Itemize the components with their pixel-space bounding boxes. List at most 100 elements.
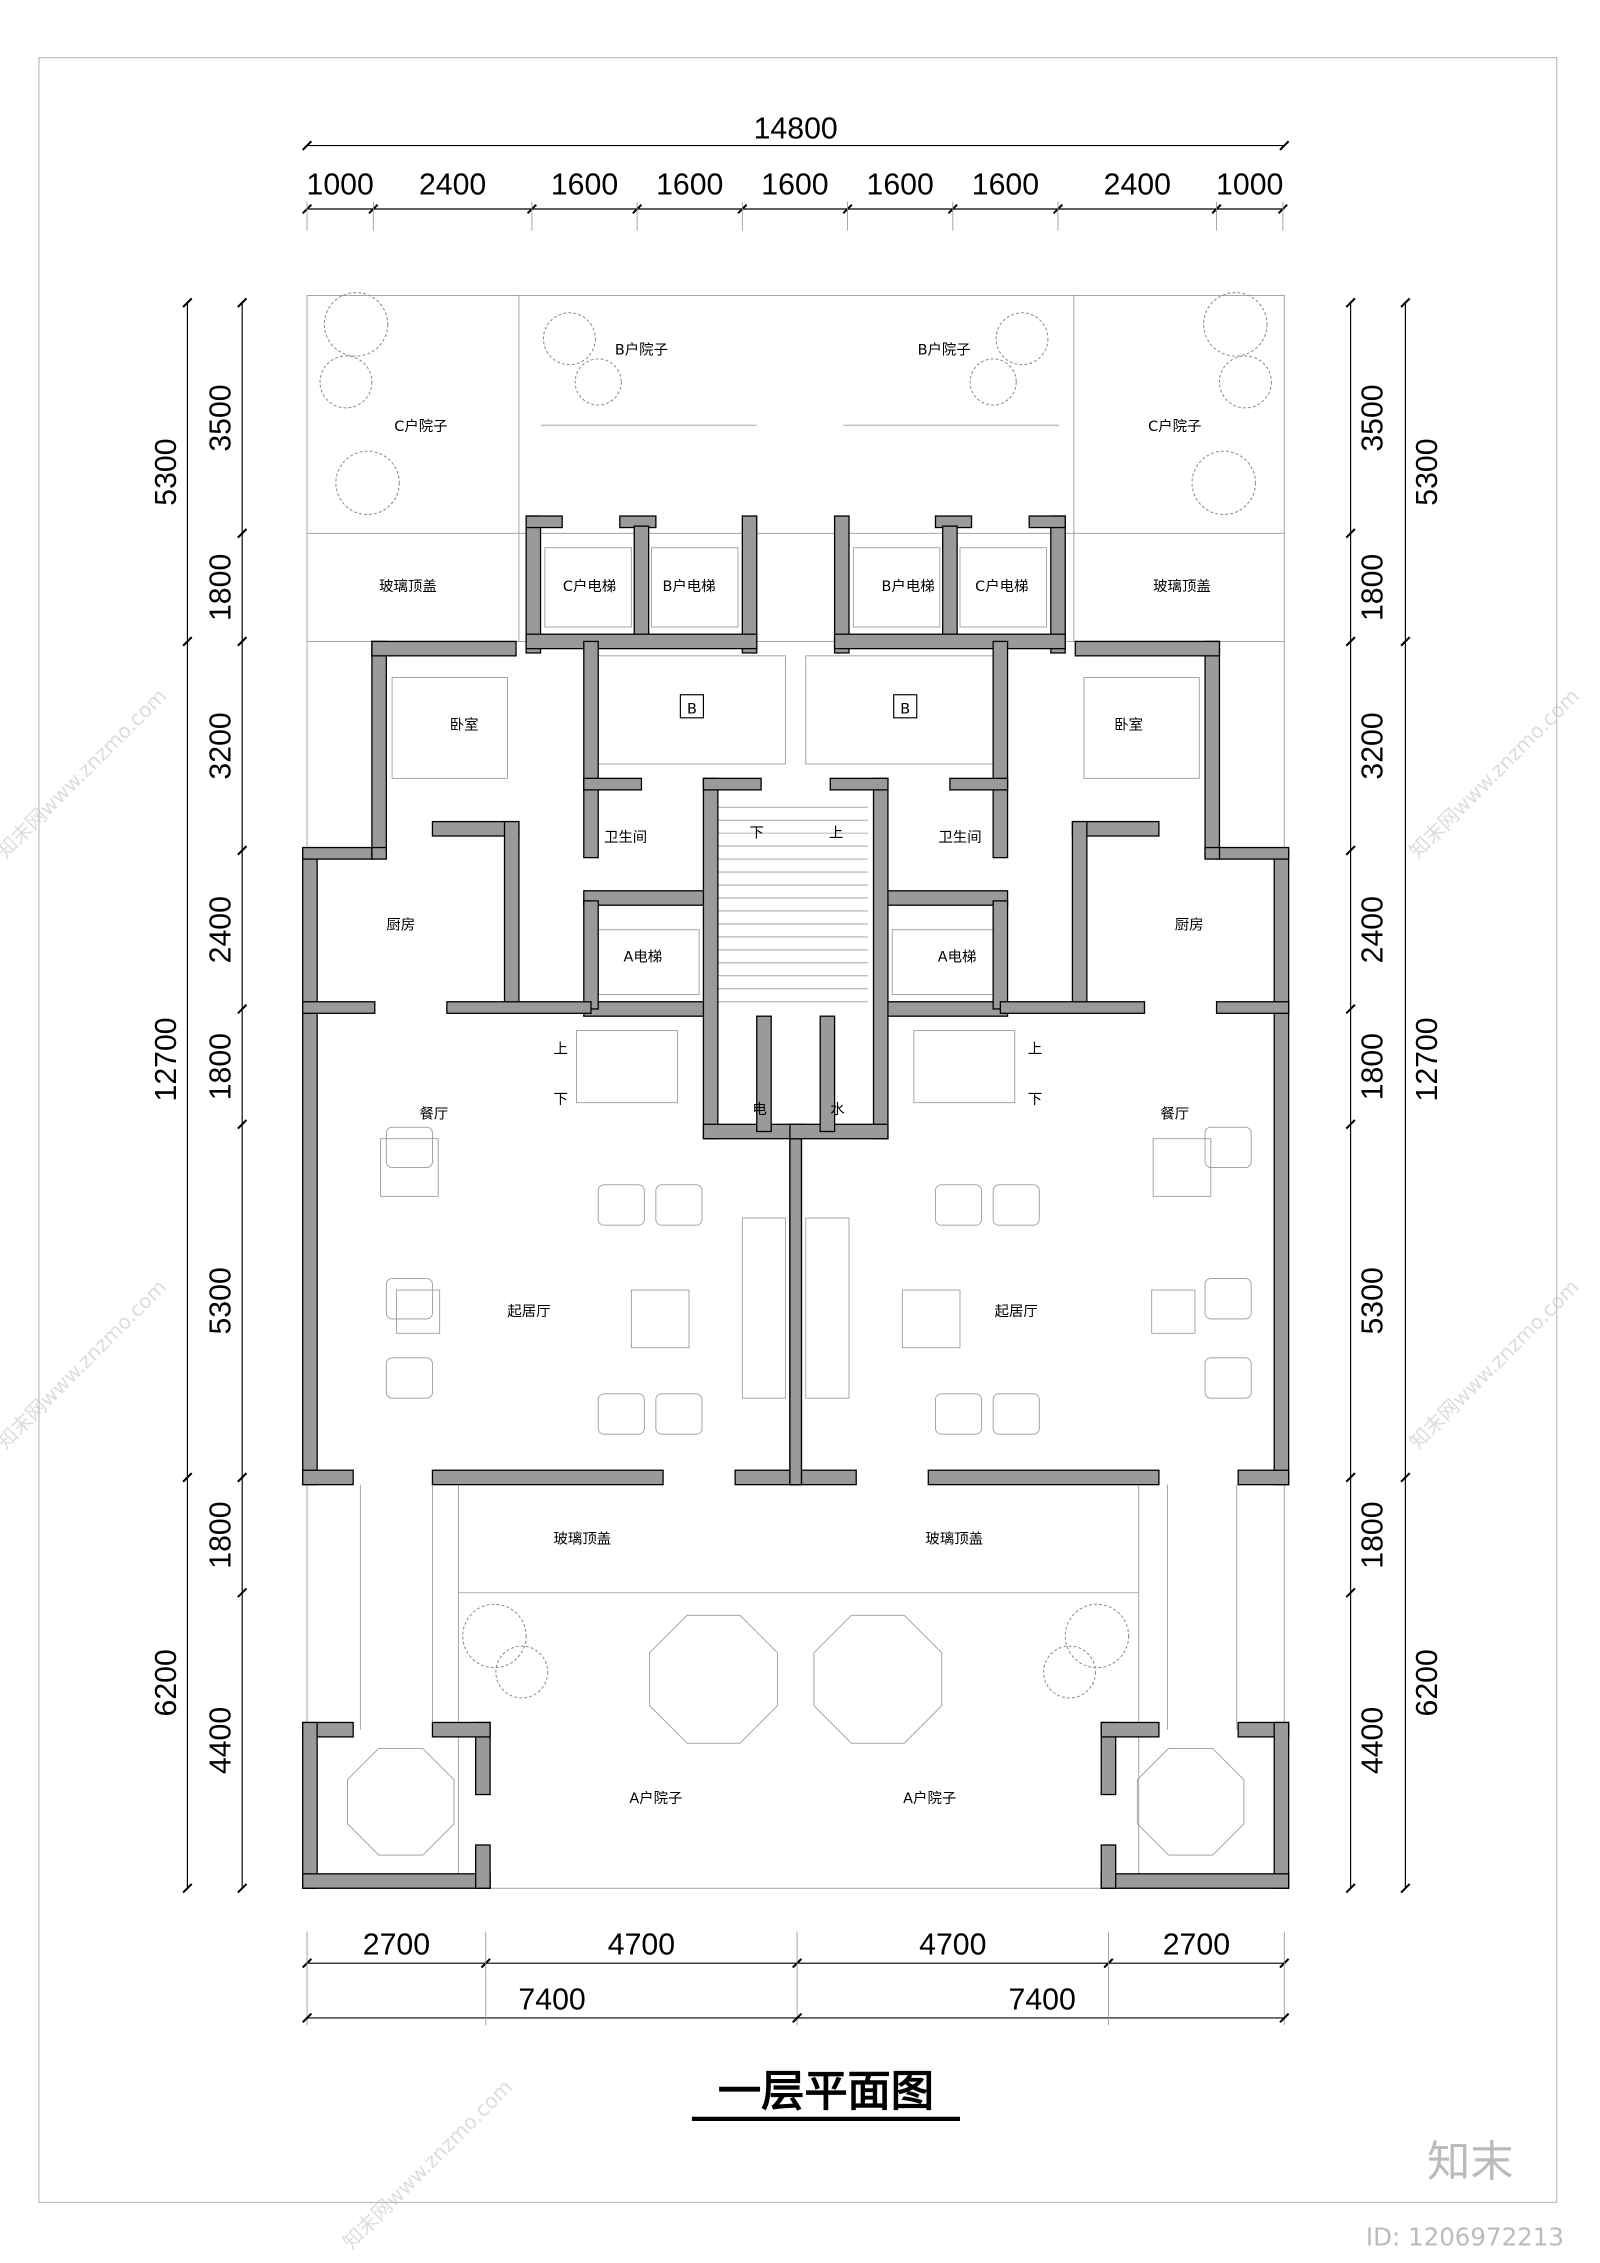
dimension-label: 1800 [1356, 1501, 1389, 1568]
room-label: 卧室 [450, 716, 479, 733]
dimension-tick [1345, 297, 1356, 308]
wall [1050, 515, 1066, 654]
dimension-label: 2400 [205, 896, 238, 963]
room-label: 起居厅 [995, 1303, 1038, 1320]
dimension-label: 1800 [1356, 1033, 1389, 1100]
room-label: 卫生间 [604, 829, 647, 846]
wall [741, 515, 758, 654]
dimension-label: 1800 [205, 1033, 238, 1100]
room-label: 卫生间 [938, 829, 981, 846]
room-label: 下 [554, 1092, 568, 1108]
dimension-tick [302, 2012, 313, 2023]
room-label: 玻璃顶盖 [925, 1531, 983, 1548]
tree-icon [995, 312, 1049, 366]
coffee-table-icon [395, 1289, 441, 1334]
dimension-tick [1345, 1587, 1356, 1598]
room-label: B户院子 [615, 342, 668, 359]
wall [475, 1844, 491, 1889]
wall [789, 1130, 803, 1486]
room-label: B户电梯 [662, 578, 715, 595]
sofa-icon [1204, 1357, 1252, 1399]
wall [702, 777, 719, 1140]
dimension-label: 4700 [608, 1929, 675, 1962]
dimension-label: 6200 [1411, 1649, 1444, 1716]
dimension-label: 5300 [150, 438, 183, 505]
dimension-label: 12700 [1411, 1017, 1444, 1101]
tree-icon [542, 312, 596, 366]
dimension-label: 1000 [1216, 169, 1283, 202]
tree-icon [1218, 355, 1272, 409]
dimension-tick [237, 845, 248, 856]
wall [1237, 1469, 1290, 1486]
wall [833, 515, 850, 654]
b-marker: B [900, 701, 910, 717]
coffee-table-icon [901, 1289, 961, 1349]
room-label: A户院子 [903, 1790, 956, 1807]
dimension-label: 3500 [1356, 384, 1389, 451]
wall [525, 515, 542, 654]
room-label: A电梯 [624, 948, 663, 965]
wall [583, 890, 707, 906]
elevator-car-icon [544, 547, 632, 628]
watermark-text: 知末网www.znzmo.com [338, 2075, 517, 2254]
elevator-car-icon [852, 547, 941, 628]
wall [431, 1469, 664, 1486]
room-label: 上 [1028, 1041, 1042, 1058]
dimension-tick [1345, 1883, 1356, 1894]
wall [302, 1721, 318, 1889]
wall [833, 633, 1066, 650]
cabinet-icon [805, 1217, 850, 1399]
room-label: 水 [830, 1101, 845, 1118]
room-label: 上 [554, 1041, 568, 1058]
dimension-tick [1345, 845, 1356, 856]
pavilion-icon [1136, 1748, 1245, 1856]
dimension-tick [237, 1003, 248, 1015]
dimension-tick [182, 297, 193, 308]
dimension-tick [1345, 528, 1356, 539]
room-label: C户院子 [1148, 418, 1201, 435]
elevator-car-icon [651, 547, 739, 628]
site-outline [306, 295, 1285, 1889]
sofa-icon [1204, 1278, 1252, 1320]
wall [819, 1015, 836, 1133]
sofa-icon [385, 1357, 433, 1399]
wall [884, 890, 1009, 906]
dimension-tick [1400, 636, 1411, 647]
coffee-table-icon [1151, 1289, 1196, 1334]
room-label: B户院子 [918, 342, 971, 359]
wall [371, 640, 517, 657]
wall [525, 515, 563, 529]
wall [583, 900, 599, 1010]
wall [525, 633, 758, 650]
wall [302, 1873, 491, 1889]
tree-icon [1064, 1603, 1130, 1669]
dimension-tick [182, 1883, 193, 1894]
tree-icon [462, 1603, 527, 1669]
wall [583, 777, 643, 791]
watermark-id: ID: 1206972213 [1366, 2223, 1564, 2252]
watermark-logo: 知末 [1427, 2138, 1513, 2188]
dimension-tick [237, 1883, 248, 1894]
room-label: A户院子 [629, 1790, 682, 1807]
dimension-tick [1279, 2012, 1290, 2023]
room-label: 卧室 [1114, 716, 1143, 733]
wall [446, 1001, 592, 1014]
dimension-label: 3200 [1356, 712, 1389, 779]
dimension-label: 3200 [205, 712, 238, 779]
dimension-label: 3500 [205, 384, 238, 451]
wall [872, 777, 889, 1140]
room-label: C户电梯 [975, 578, 1028, 595]
b-marker-box [679, 694, 705, 719]
tree-icon [1203, 292, 1268, 357]
sofa-icon [655, 1393, 703, 1435]
dimension-tick [1345, 1472, 1356, 1483]
sofa-icon [992, 1184, 1040, 1226]
room-label: 餐厅 [419, 1106, 448, 1123]
wall [949, 777, 1009, 791]
wall [942, 525, 958, 643]
wall [1100, 1721, 1160, 1738]
wall [1215, 846, 1290, 860]
